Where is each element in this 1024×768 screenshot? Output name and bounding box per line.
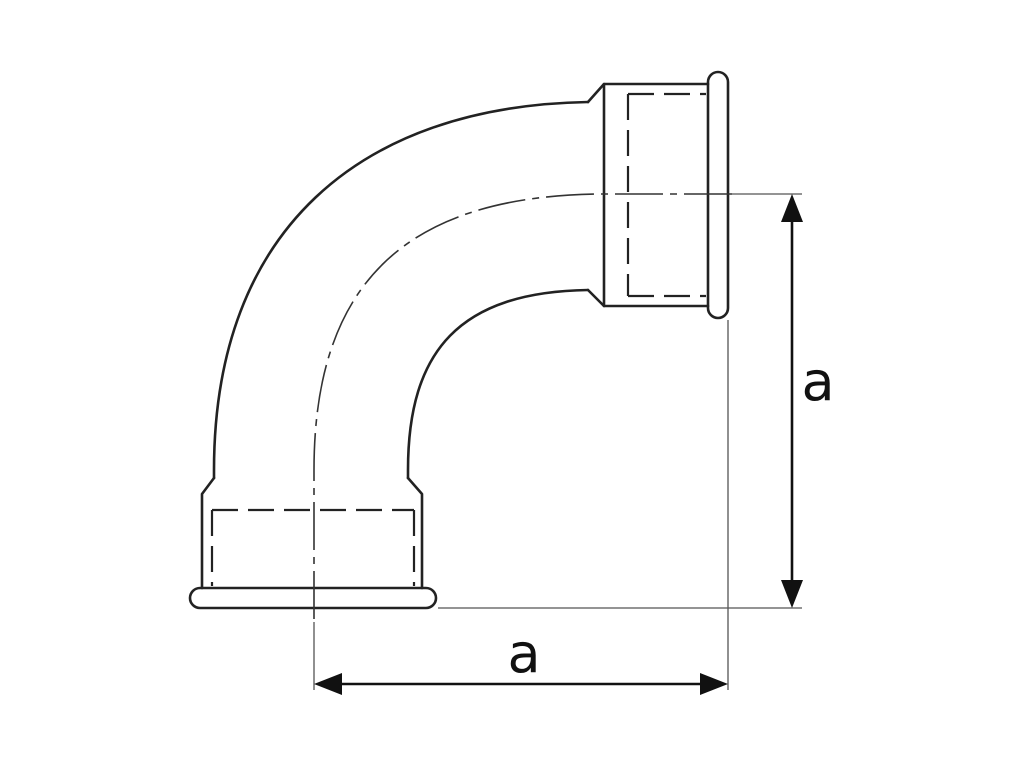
elbow-body: [188, 70, 730, 610]
vertical-arrow-bottom: [781, 580, 803, 608]
vertical-dimension: a: [781, 194, 835, 608]
outer-bend-arc: [212, 100, 590, 480]
vertical-dimension-label: a: [801, 350, 834, 413]
extension-lines: [313, 193, 802, 690]
elbow-center-line: [313, 193, 732, 622]
hidden-lines: [210, 92, 706, 586]
horizontal-arrow-left: [314, 673, 342, 695]
bottom-hub-outline: [200, 476, 424, 590]
inner-bend-arc: [406, 288, 590, 480]
vertical-arrow-top: [781, 194, 803, 222]
top-hub-rim: [706, 70, 730, 320]
bottom-hub-rim: [188, 586, 438, 610]
top-hub-outline: [586, 82, 710, 308]
horizontal-arrow-right: [700, 673, 728, 695]
horizontal-dimension-label: a: [507, 622, 540, 685]
horizontal-dimension: a: [314, 622, 728, 695]
